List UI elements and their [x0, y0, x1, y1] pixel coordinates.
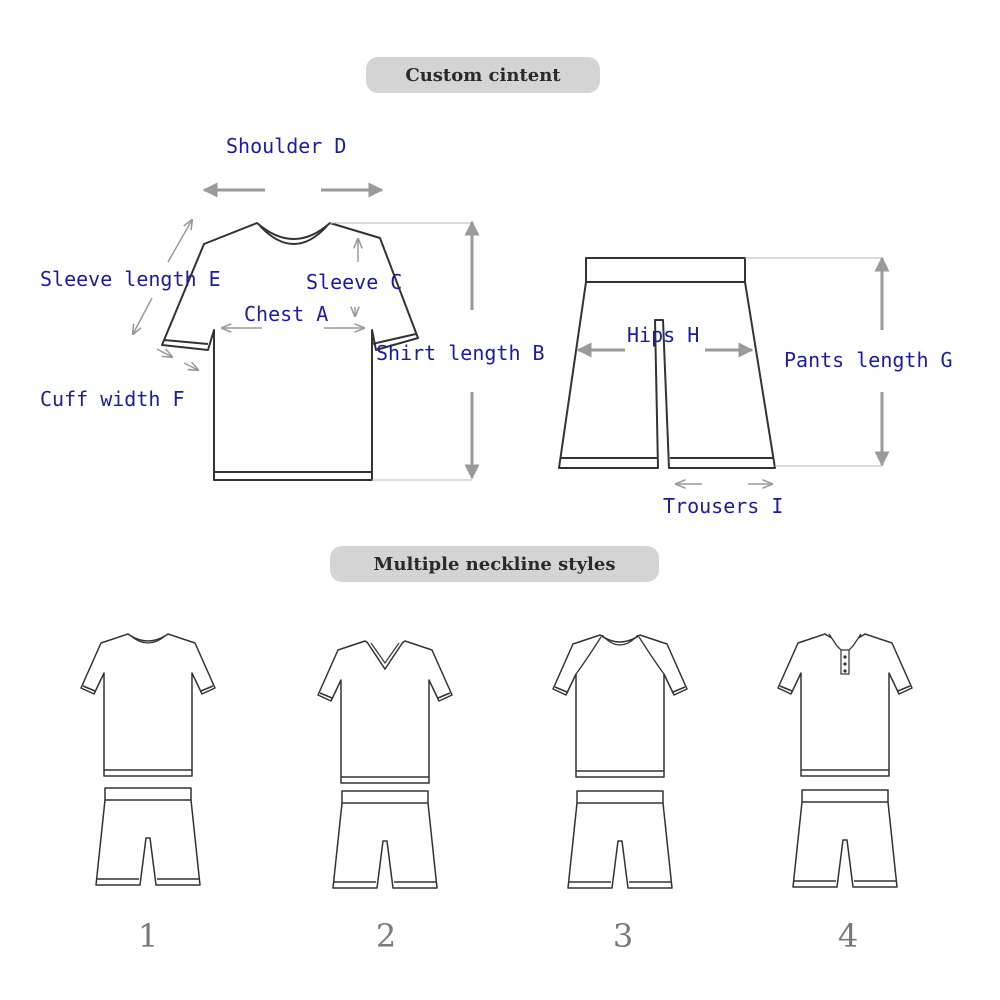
style-number-4: 4 — [837, 917, 859, 955]
style-number-3: 3 — [612, 917, 634, 955]
sleeve-label: Sleeve C — [306, 270, 403, 294]
style-3-outfit — [552, 634, 688, 778]
style-2-outfit — [317, 640, 453, 784]
cuff-width-label: Cuff width F — [40, 387, 185, 411]
chest-label: Chest A — [244, 302, 329, 326]
sleeve-length-label: Sleeve length E — [40, 267, 221, 291]
shoulder-label: Shoulder D — [226, 134, 347, 158]
shirt-length-label: Shirt length B — [376, 341, 545, 365]
style-number-1: 1 — [137, 917, 159, 955]
custom-content-heading: Custom cintent — [366, 57, 600, 93]
style-4-outfit — [777, 633, 913, 777]
style-number-2: 2 — [375, 917, 397, 955]
style-1-outfit — [80, 633, 216, 777]
trousers-label: Trousers I — [663, 494, 784, 518]
measurement-arrows — [202, 182, 890, 480]
hips-label: Hips H — [627, 323, 700, 347]
neckline-styles-heading: Multiple neckline styles — [330, 546, 659, 582]
shorts-outline — [558, 257, 776, 469]
shirt-outline — [161, 222, 419, 481]
pants-length-label: Pants length G — [784, 348, 953, 372]
